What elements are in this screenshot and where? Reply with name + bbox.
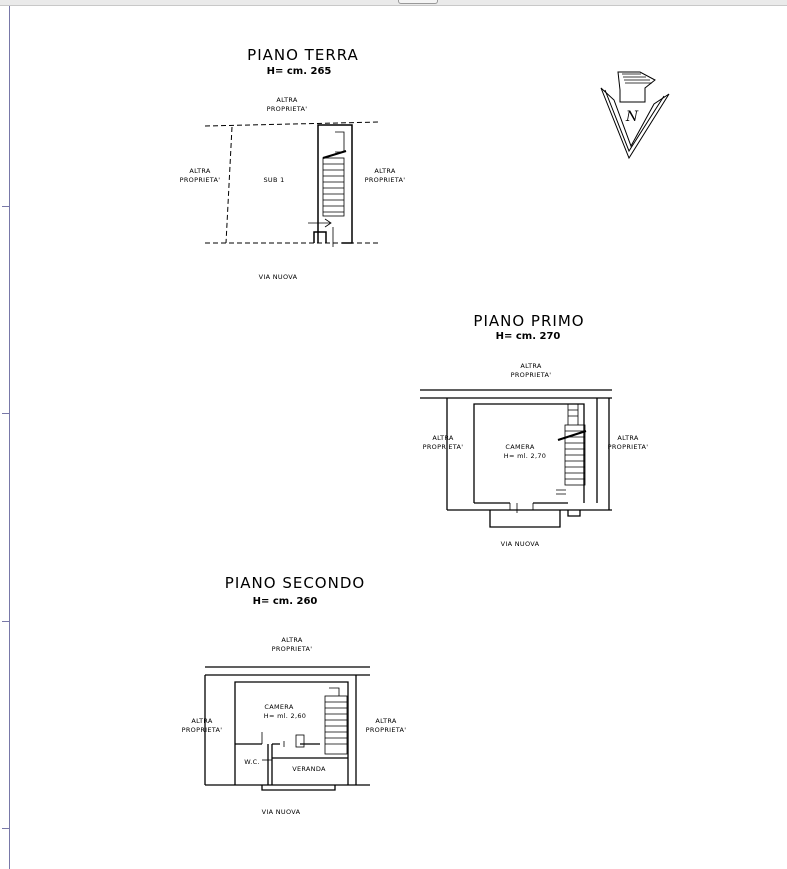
wall	[313, 231, 327, 243]
floor-terra: PIANO TERRA H= cm. 265 ALTRA PROPRIETA' …	[180, 46, 406, 281]
vertical-ruler	[9, 6, 10, 869]
wall	[234, 681, 349, 785]
room-label: CAMERA	[505, 443, 534, 451]
label-altra-top-2: PROPRIETA'	[272, 645, 313, 653]
balcony	[489, 510, 561, 528]
label-altra-top-1: ALTRA	[520, 362, 542, 370]
label-altra-left-1: ALTRA	[189, 167, 211, 175]
room-height-label: H= ml. 2,70	[504, 452, 546, 460]
staircase	[322, 157, 345, 217]
ruler-tick	[2, 413, 9, 414]
floor-primo: PIANO PRIMO H= cm. 270 ALTRA PROPRIETA' …	[420, 312, 648, 548]
label-altra-left-1: ALTRA	[432, 434, 454, 442]
door	[295, 734, 305, 748]
label-altra-top-1: ALTRA	[281, 636, 303, 644]
floor-height: H= cm. 265	[267, 66, 332, 77]
window-top-bar	[0, 0, 787, 6]
label-altra-left-1: ALTRA	[191, 717, 213, 725]
label-altra-right-1: ALTRA	[374, 167, 396, 175]
room-label: CAMERA	[264, 703, 293, 711]
label-altra-left-2: PROPRIETA'	[423, 443, 464, 451]
floor-secondo: PIANO SECONDO H= cm. 260 ALTRA PROPRIETA…	[182, 574, 407, 816]
street-label: VIA NUOVA	[501, 540, 540, 548]
wall	[235, 743, 273, 785]
wall	[596, 398, 610, 510]
wall	[473, 403, 585, 503]
ruler-tick	[2, 206, 9, 207]
ruler-tick	[2, 828, 9, 829]
wc-label: W.C.	[244, 758, 260, 766]
balcony	[261, 785, 336, 791]
street-label: VIA NUOVA	[259, 273, 298, 281]
street-label: VIA NUOVA	[262, 808, 301, 816]
room-label: SUB 1	[263, 176, 284, 184]
label-altra-top-2: PROPRIETA'	[511, 371, 552, 379]
floor-title: PIANO TERRA	[247, 46, 359, 64]
floor-title: PIANO PRIMO	[473, 312, 584, 330]
floor-height: H= cm. 260	[253, 596, 318, 607]
label-altra-right-2: PROPRIETA'	[366, 726, 407, 734]
property-line	[204, 121, 381, 127]
north-arrow-icon: N	[600, 71, 670, 160]
label-altra-left-2: PROPRIETA'	[182, 726, 223, 734]
floor-height: H= cm. 270	[496, 331, 561, 342]
label-altra-top-1: ALTRA	[276, 96, 298, 104]
ruler-tick	[2, 621, 9, 622]
label-altra-right-2: PROPRIETA'	[608, 443, 649, 451]
label-altra-top-2: PROPRIETA'	[267, 105, 308, 113]
floor-title: PIANO SECONDO	[225, 574, 365, 592]
veranda-label: VERANDA	[292, 765, 326, 773]
staircase	[324, 695, 348, 755]
label-altra-right-2: PROPRIETA'	[365, 176, 406, 184]
room-height-label: H= ml. 2,60	[264, 712, 306, 720]
label-altra-left-2: PROPRIETA'	[180, 176, 221, 184]
wall	[317, 124, 353, 244]
scroll-handle[interactable]	[398, 0, 438, 4]
label-altra-right-1: ALTRA	[617, 434, 639, 442]
compass-letter: N	[625, 109, 639, 125]
property-line	[225, 126, 233, 244]
label-altra-right-1: ALTRA	[375, 717, 397, 725]
